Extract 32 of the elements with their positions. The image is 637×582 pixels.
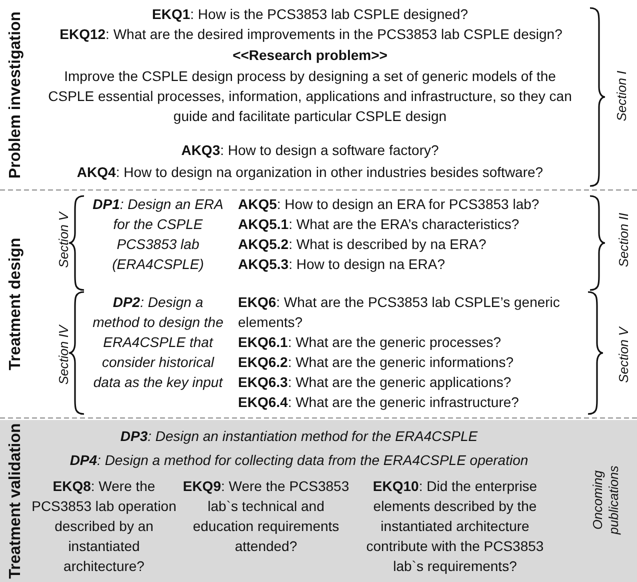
question-text: EKQ6.3: What are the generic applications?: [238, 373, 512, 392]
question-text: EKQ12: What are the desired improvements in the PCS3853 lab CSPLE design?: [58, 25, 564, 44]
question-text: EKQ10: Did the enterprise elements described by the instantiated architecture contribute with the PCS3853 lab`s requirements?: [365, 477, 545, 576]
section-label: Section IV: [56, 324, 72, 387]
question-text: AKQ5: How to design an ERA for PCS3853 lab?: [238, 195, 540, 214]
question-text: EKQ1: How is the PCS3853 lab CSPLE designed?: [151, 5, 469, 24]
section-label: Section I: [614, 70, 630, 124]
research-problem-text: Improve the CSPLE design process by designing a set of generic models of the CSPLE essential processes, information, applications and infrastructure, so they can guide and facilitate particular CSPLE design: [47, 67, 573, 126]
question-text: AKQ4: How to design na organization in other industries besides software?: [76, 163, 544, 182]
section-label: Oncoming publications: [590, 464, 622, 537]
question-text: EKQ8: Were the PCS3853 lab operation described by an instantiated architecture?: [30, 477, 178, 576]
question-text: EKQ6.4: What are the generic infrastructure?: [238, 393, 520, 412]
section-heading: Problem investigation: [6, 10, 25, 181]
section-label: Section II: [616, 212, 632, 270]
section-label: Section V: [616, 325, 632, 385]
shaded-panel: [0, 420, 637, 582]
question-text: EKQ6.1: What are the generic processes?: [238, 333, 502, 352]
design-problem-text: DP3: Design an instantiation method for the ERA4CSPLE: [119, 427, 479, 446]
design-problem-text: DP4: Design a method for collecting data from the ERA4CSPLE operation: [68, 451, 530, 470]
question-text: AKQ5.2: What is described by na ERA?: [238, 235, 488, 254]
question-text: AKQ3: How to design a software factory?: [180, 141, 440, 160]
question-text: EKQ6.2: What are the generic informations?: [238, 353, 514, 372]
design-problem-text: DP1: Design an ERA for the CSPLE PCS3853 lab (ERA4CSPLE): [92, 195, 224, 274]
research-problem-heading: <<Research problem>>: [232, 46, 388, 65]
design-problem-text: DP2: Design a method to design the ERA4CSPLE that consider historical data as the key input: [92, 293, 224, 392]
question-text: AKQ5.1: What are the ERA’s characteristics?: [238, 215, 520, 234]
question-text: EKQ9: Were the PCS3853 lab`s technical and education requirements attended?: [182, 477, 350, 556]
question-text: AKQ5.3: How to design na ERA?: [238, 255, 446, 274]
section-heading: Treatment design: [6, 236, 25, 372]
question-text: EKQ6: What are the PCS3853 lab CSPLE’s generic elements?: [238, 293, 561, 332]
section-label: Section V: [56, 210, 72, 270]
section-heading: Treatment validation: [6, 422, 25, 581]
